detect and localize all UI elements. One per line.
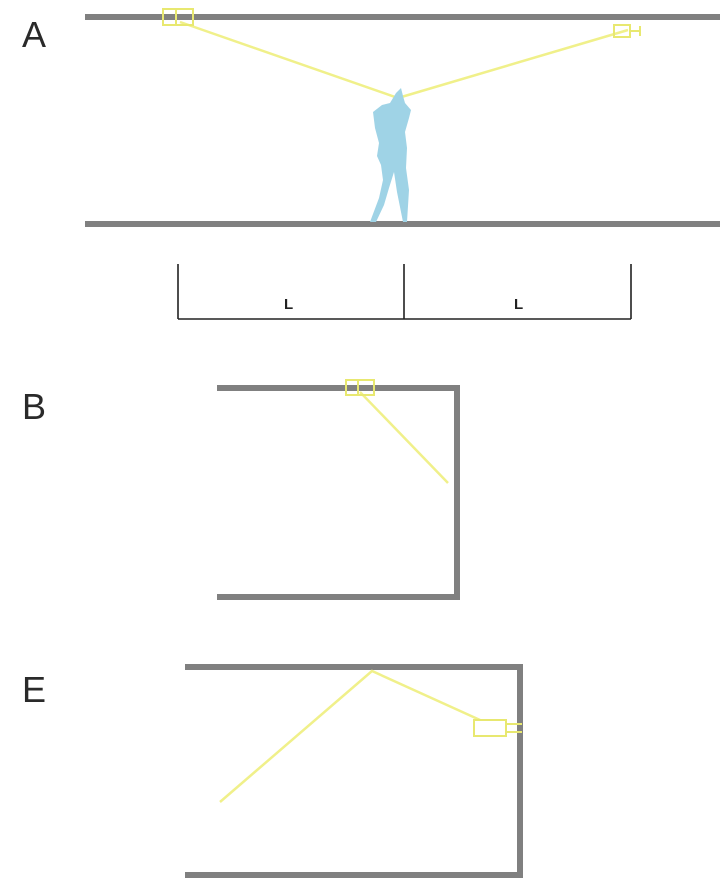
dimension-label-left: L [284,296,293,313]
panel-b-walls [217,385,460,600]
panel-b: B [22,379,460,600]
panel-b-fixture [345,379,375,396]
panel-e-label: E [22,669,46,710]
panel-e-light-path [219,669,481,803]
dimension-label-right: L [514,296,523,313]
panel-a-light-path [179,20,629,100]
panel-e-walls [185,664,523,878]
panel-a-fixture-right [613,24,641,38]
panel-a-fixture-left [162,8,194,26]
panel-b-light-ray [359,391,449,484]
panel-a-label: A [22,14,46,55]
panel-b-label: B [22,386,46,427]
person-icon [370,88,411,222]
panel-a-dimension [177,264,632,320]
panel-a: A L L [22,8,720,320]
panel-e-fixture [473,719,522,737]
panel-e: E [22,664,523,878]
